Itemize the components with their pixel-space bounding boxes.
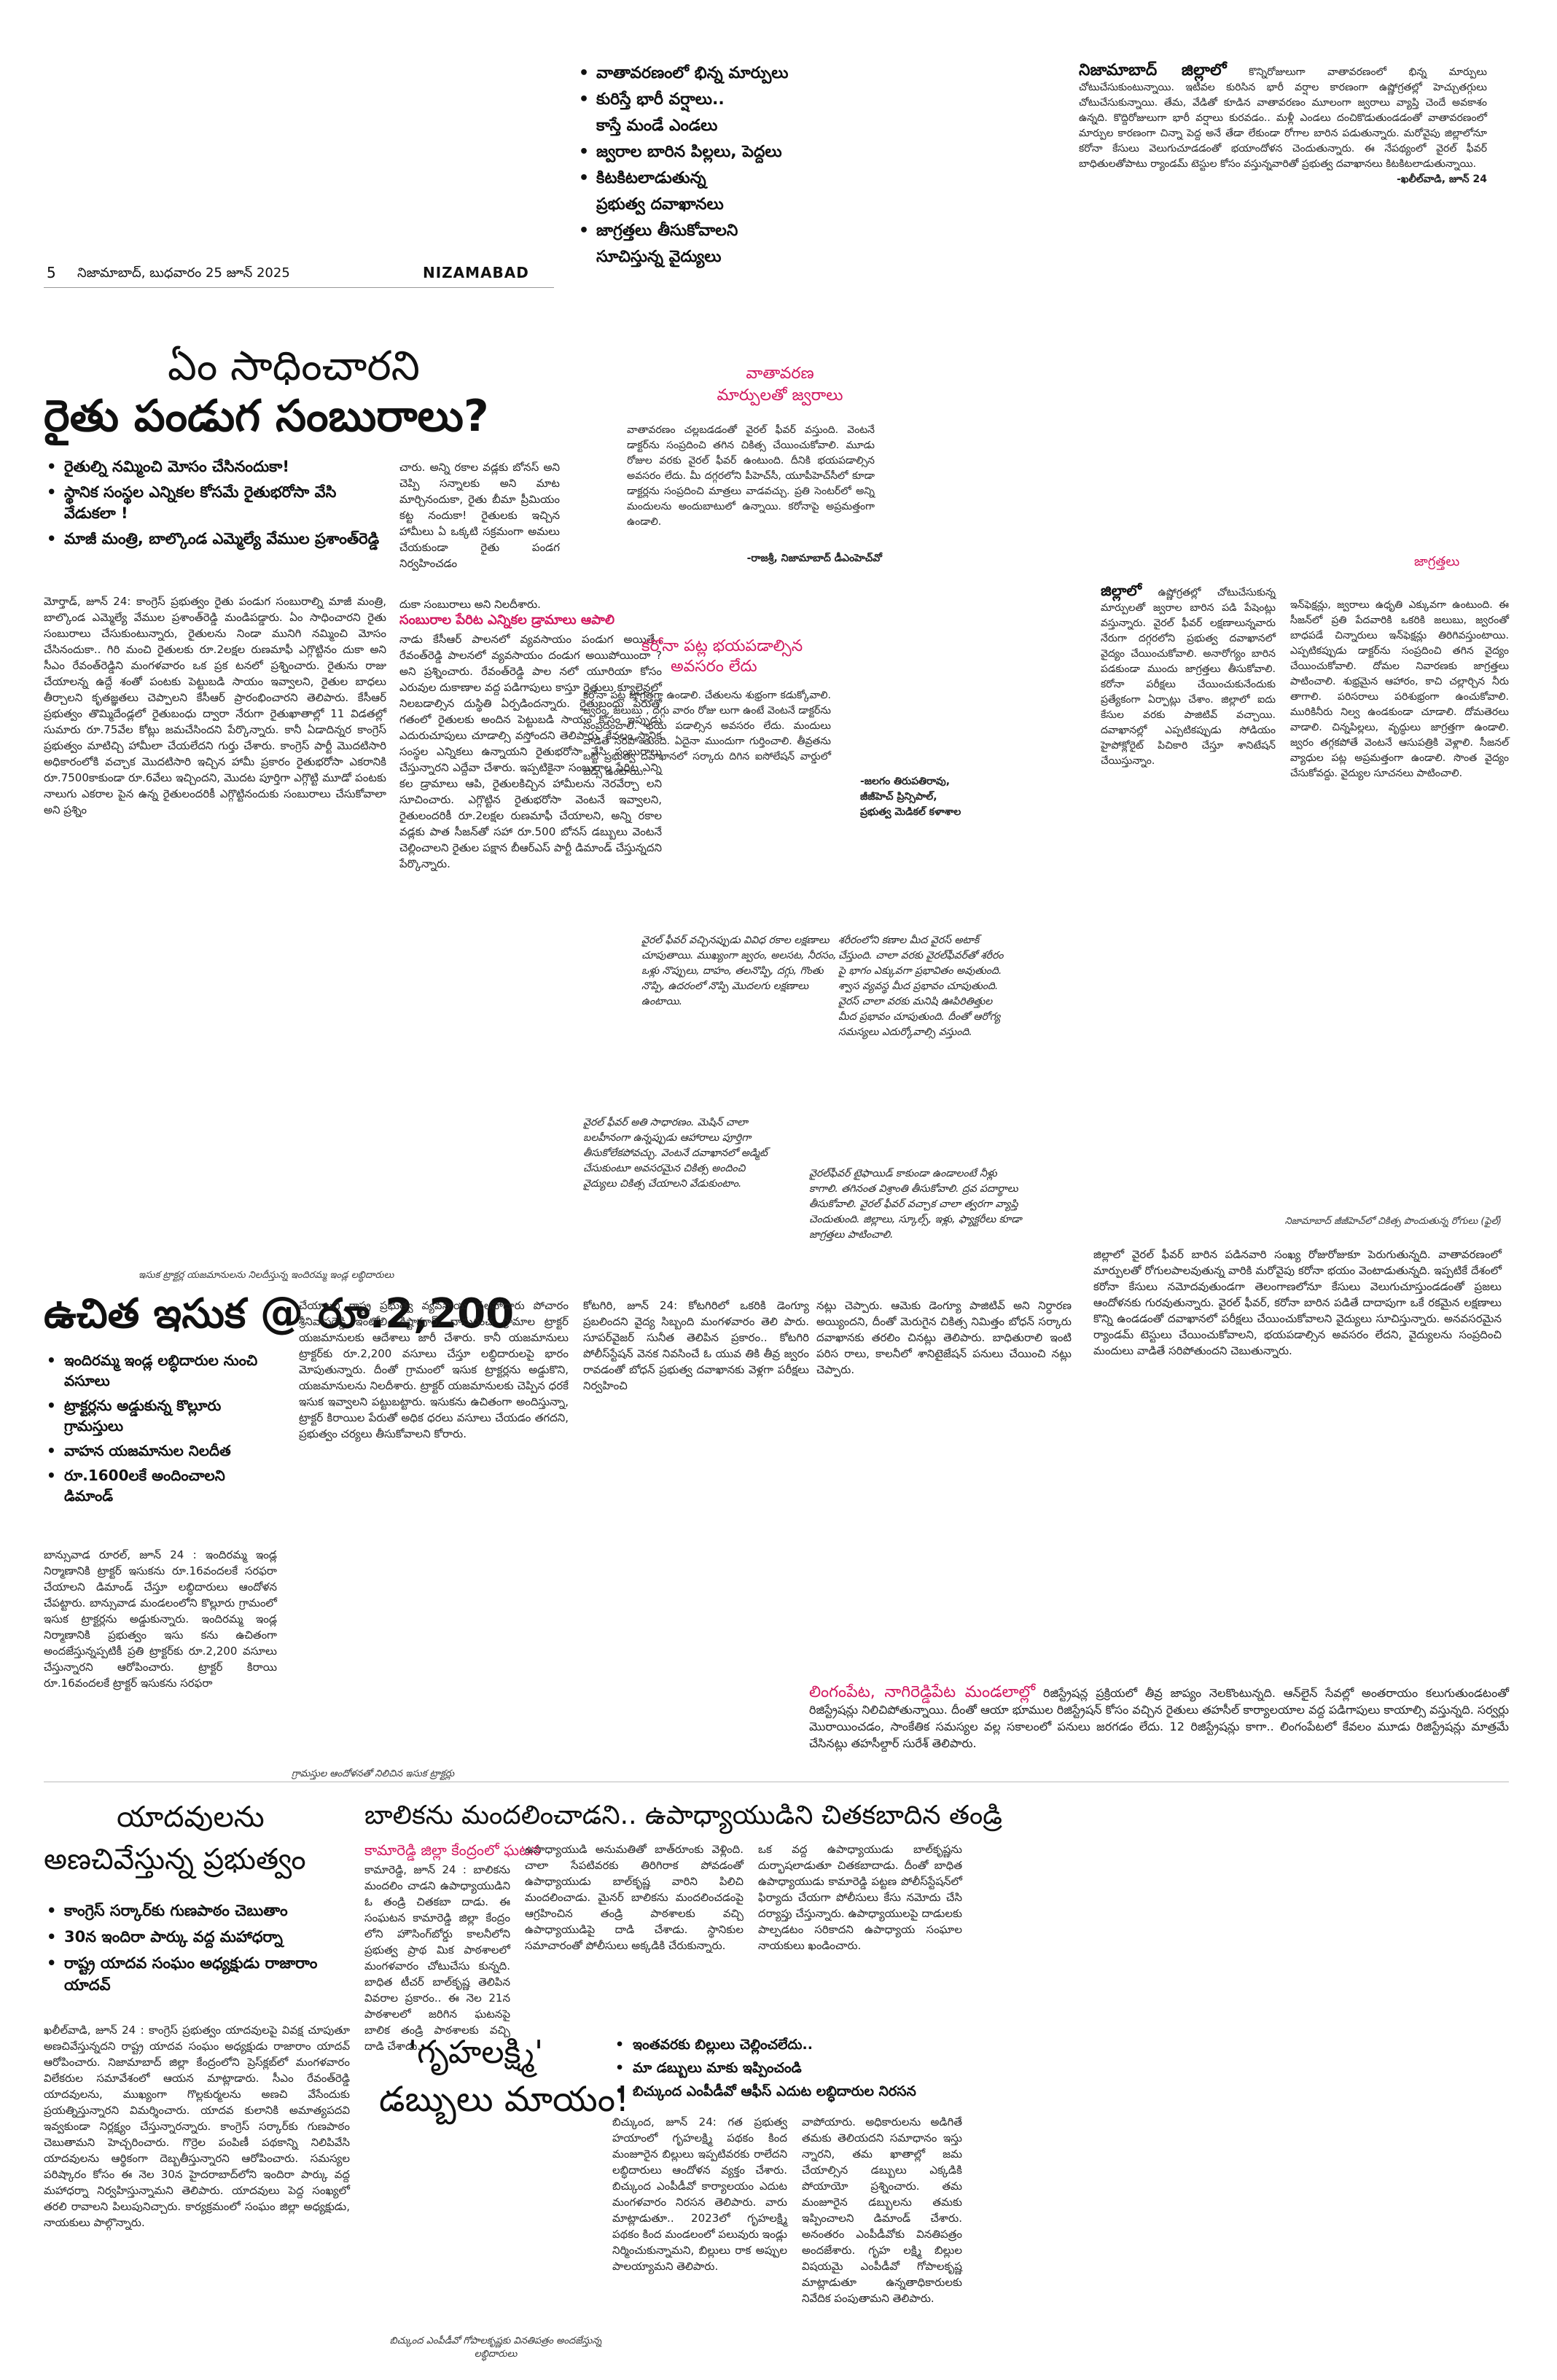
gruhalakshmi-col1: బిచ్కుంద, జూన్ 24: గత ప్రభుత్వ హయాంలో గృ… bbox=[612, 2115, 787, 2273]
main-story-col2a: చారు. అన్ని రకాల వడ్లకు బోనస్ అని చెప్పి… bbox=[399, 461, 560, 570]
symptom-quote-3: వైరల్ ఫీవర్ అతి సాధారణం. మెషిన్ చాలా బలహ… bbox=[583, 1117, 768, 1190]
teacher-col1: కామారెడ్డి, జూన్ 24 : బాలికను మందలిం చాడ… bbox=[364, 1863, 510, 2053]
yadav-bullet: 30న ఇందిరా పార్కు వద్ద మహాధర్నా bbox=[44, 1926, 343, 1948]
teacher-title: బాలికను మందలించాడని.. ఉపాధ్యాయుడిని చితక… bbox=[364, 1800, 1002, 1830]
page-number: 5 bbox=[47, 264, 56, 281]
gruhalakshmi-title-1: 'గృహలక్ష్మి' bbox=[408, 2034, 544, 2071]
gruhalakshmi-bullet: బిచ్కుంద ఎంపీడీవో ఆఫీస్ ఎదుట లబ్ధిదారుల … bbox=[612, 2082, 962, 2101]
corona-text: కరోనా పట్ల జాగ్రత్తగా ఉండాలి. చేతులను శు… bbox=[583, 690, 831, 778]
sand-bottom-caption: గ్రామస్తుల ఆందోళనతో నిలిచిన ఇసుక ట్రాక్ట… bbox=[292, 1768, 455, 1779]
corona-head2: అవసరం లేదు bbox=[671, 658, 757, 676]
yadav-bullet: కాంగ్రెస్ సర్కార్‌కు గుణపాఠం చెబుతాం bbox=[44, 1900, 343, 1921]
symptom-quote-1: వైరల్ ఫీవర్ వచ్చినప్పుడు వివిధ రకాల లక్ష… bbox=[641, 935, 837, 1007]
teacher-col3: ఒక వద్ద ఉపాధ్యాయుడు బాల్‌కృష్ణను దుర్భాష… bbox=[758, 1843, 962, 1952]
main-story-bullets: రైతుల్ని నమ్మించి మోసం చేసినందుకా! స్థాన… bbox=[44, 452, 386, 554]
main-story-col2b: దుకా సంబురాలు అని నిలదీశారు. bbox=[399, 598, 541, 611]
weather-changes-head2: మార్పులతో జ్వరాలు bbox=[717, 386, 843, 405]
weather-intro-text: కొన్నిరోజులుగా వాతావరణంలో భిన్న మార్పులు… bbox=[1079, 66, 1487, 170]
precautions-left-text: ఉష్ణోగ్రతల్లో చోటుచేసుకున్న మార్పులతో జ్… bbox=[1101, 587, 1276, 767]
yadav-text: ఖలీల్‌వాడి, జూన్ 24 : కాంగ్రెస్ ప్రభుత్వ… bbox=[44, 2024, 351, 2229]
sand-col-a: బాన్సువాడ రూరల్, జూన్ 24 : ఇందిరమ్మ ఇండ్… bbox=[44, 1548, 277, 1690]
gruhalakshmi-bullet: మా డబ్బులు మాకు ఇప్పించండి bbox=[612, 2059, 962, 2077]
yadav-bullets: కాంగ్రెస్ సర్కార్‌కు గుణపాఠం చెబుతాం 30న… bbox=[44, 1895, 343, 2000]
lingampet-text: రిజిస్ట్రేషన్ల ప్రక్రియలో తీవ్ర జాప్యం న… bbox=[809, 1686, 1509, 1750]
top-bullet-cont: కాస్తే మండే ఎండలు bbox=[596, 117, 718, 135]
corona-byline-1: -జలగం తిరుపతిరావు, bbox=[860, 776, 951, 787]
dateline: నిజామాబాద్, బుధవారం 25 జూన్ 2025 bbox=[77, 265, 290, 281]
gruhalakshmi-caption: బిచ్కుంద ఎంపీడీవో గోపాలకృష్ణకు వినతిపత్ర… bbox=[389, 2336, 602, 2360]
sand-photo-caption: ఇసుక ట్రాక్టర్ల యజమానులను నిలదీస్తున్న ఇ… bbox=[138, 1270, 394, 1281]
right-photo-caption: నిజామాబాద్ జీజీహెచ్‌లో చికిత్స పొందుతున్… bbox=[1284, 1216, 1502, 1227]
precautions-left: జిల్లాలో ఉష్ణోగ్రతల్లో చోటుచేసుకున్న మార… bbox=[1101, 583, 1276, 769]
section-label: NIZAMABAD bbox=[423, 264, 529, 281]
main-bullet: స్థానిక సంస్థల ఎన్నికల కోసమే రైతుభరోసా వ… bbox=[44, 482, 386, 524]
gruhalakshmi-col2: వాపోయారు. అధికారులను అడిగితే తమకు తెలియద… bbox=[802, 2115, 962, 2305]
top-bullet: కిటకిటలాడుతున్న bbox=[576, 168, 838, 190]
precautions-right: ఇన్‌ఫెక్షన్లు, జ్వరాలు ఉధృతి ఎక్కువగా ఉం… bbox=[1290, 599, 1509, 779]
sand-title: ఉచిత ఇసుక @ రూ.2,200 bbox=[44, 1287, 514, 1348]
gruhalakshmi-bullets: ఇంతవరకు బిల్లులు చెల్లించలేదు.. మా డబ్బు… bbox=[612, 2031, 962, 2105]
weather-intro-byline: -ఖలీల్‌వాడి, జూన్ 24 bbox=[1397, 173, 1487, 185]
gruhalakshmi-bullet: ఇంతవరకు బిల్లులు చెల్లించలేదు.. bbox=[612, 2035, 962, 2054]
top-bullet: జ్వరాల బారిన పిల్లలు, పెద్దలు bbox=[576, 141, 838, 163]
sand-bullet: ఇందిరమ్మ ఇండ్ల లబ్ధిదారుల నుంచి వసూలు bbox=[44, 1350, 262, 1391]
sand-col-c: కోటగిరి, జూన్ 24: కోటగిరిలో ఒకరికి డెంగ్… bbox=[583, 1299, 809, 1392]
precautions-lead: జిల్లాలో bbox=[1101, 582, 1142, 599]
top-bullet-cont: ప్రభుత్వ దవాఖానలు bbox=[596, 195, 724, 214]
main-bullet: రైతుల్ని నమ్మించి మోసం చేసినందుకా! bbox=[44, 456, 386, 477]
symptom-quote-4: వైరల్‌ఫీవర్ టైఫాయిడ్ కాకుండా ఉండాలంటే నీ… bbox=[809, 1168, 1022, 1241]
weather-intro-lead: నిజామాబాద్ జిల్లాలో bbox=[1079, 61, 1227, 79]
teacher-kicker: కామారెడ్డి జిల్లా కేంద్రంలో ఘటన bbox=[364, 1841, 541, 1859]
teacher-col2: ఉపాధ్యాయుడి అనుమతితో బాత్‌రూంకు వెళ్లింద… bbox=[525, 1843, 744, 1952]
sand-title-at: @ bbox=[260, 1287, 304, 1338]
top-bullet-cont: సూచిస్తున్న వైద్యులు bbox=[596, 248, 722, 266]
corona-head1: కరోనా పట్ల భయపడాల్సిన bbox=[641, 637, 803, 655]
sand-title-post: రూ.2,200 bbox=[318, 1290, 515, 1338]
top-bullet: వాతావరణంలో భిన్న మార్పులు bbox=[576, 63, 838, 85]
right-body-2: జిల్లాలో వైరల్ ఫీవర్ బారిన పడినవారి సంఖ్… bbox=[1093, 1248, 1502, 1357]
top-bullet-list: వాతావరణంలో భిన్న మార్పులు కురిస్తే భారీ … bbox=[576, 58, 838, 268]
sand-col-d: నట్లు చెప్పారు. ఆమెకు డెంగ్యూ పాజిటివ్ అ… bbox=[816, 1299, 1072, 1376]
main-story-title-line1: ఏం సాధించారని bbox=[168, 343, 420, 390]
weather-changes-head1: వాతావరణ bbox=[746, 364, 814, 383]
yadav-title-1: యాదవులను bbox=[117, 1800, 265, 1834]
sand-title-pre: ఉచిత ఇసుక bbox=[44, 1290, 246, 1338]
sand-bullets: ఇందిరమ్మ ఇండ్ల లబ్ధిదారుల నుంచి వసూలు ట్… bbox=[44, 1346, 262, 1510]
sand-bullet: ట్రాక్టర్లను అడ్డుకున్న కొల్లూరు గ్రామస్… bbox=[44, 1395, 262, 1436]
yadav-bullet: రాష్ట్ర యాదవ సంఘం అధ్యక్షుడు రాజారాం యాద… bbox=[44, 1952, 343, 1996]
corona-byline-2: జీజీహెచ్ ప్రిన్సిపాల్, bbox=[860, 791, 937, 803]
main-story-col1: మోర్తాడ్, జూన్ 24: కాంగ్రెస్ ప్రభుత్వం ర… bbox=[44, 595, 386, 816]
lingampet-lead: లింగంపేట, నాగిరెడ్డిపేట మండలాల్లో bbox=[809, 1683, 1036, 1701]
main-story-subhead: సంబురాల పేరిట ఎన్నికల డ్రామాలు ఆపాలి bbox=[399, 612, 615, 628]
weather-changes-byline: -రాజశ్రీ, నిజామాబాద్ డీఎంహెచ్‌వో bbox=[746, 553, 882, 564]
gruhalakshmi-title-2: డబ్బులు మాయం! bbox=[379, 2079, 630, 2120]
sand-bullet: రూ.1600లకే అందించాలని డిమాండ్ bbox=[44, 1465, 262, 1506]
sand-col-b: చేయాలని రాష్ట్ర ప్రభుత్వ వ్యవసాయ సలహాదార… bbox=[299, 1299, 569, 1440]
sand-bullet: వాహన యజమానుల నిలదీత bbox=[44, 1440, 262, 1461]
top-bullet: జాగ్రత్తలు తీసుకోవాలని bbox=[576, 220, 838, 242]
main-story-title-line2: రైతు పండుగ సంబురాలు? bbox=[44, 391, 489, 442]
top-bullet: కురిస్తే భారీ వర్షాలు.. bbox=[576, 89, 838, 111]
weather-intro: నిజామాబాద్ జిల్లాలో కొన్నిరోజులుగా వాతావ… bbox=[1079, 63, 1487, 187]
main-bullet: మాజీ మంత్రి, బాల్కొండ ఎమ్మెల్యే వేముల ప్… bbox=[44, 528, 386, 550]
yadav-title-2: అణచివేస్తున్న ప్రభుత్వం bbox=[44, 1843, 306, 1876]
header-rule bbox=[44, 287, 554, 288]
weather-changes-text: వాతావరణం చల్లబడడంతో వైరల్ ఫీవర్ వస్తుంది… bbox=[627, 424, 875, 528]
precautions-label: జాగ్రత్తలు bbox=[1414, 554, 1460, 569]
symptom-quote-2: శరీరంలోని కణాల మీద వైరస్ అటాక్ చేస్తుంది… bbox=[838, 935, 1004, 1038]
corona-byline-3: ప్రభుత్వ మెడికల్ కళాశాల bbox=[860, 806, 961, 818]
main-story-col2c: నాడు కేసీఆర్ పాలనలో వ్యవసాయం పండుగ అయితే… bbox=[399, 633, 662, 870]
lingampet-story: లింగంపేట, నాగిరెడ్డిపేట మండలాల్లో రిజిస్… bbox=[809, 1684, 1509, 1752]
corona-byline: -జలగం తిరుపతిరావు, జీజీహెచ్ ప్రిన్సిపాల్… bbox=[860, 774, 1035, 820]
